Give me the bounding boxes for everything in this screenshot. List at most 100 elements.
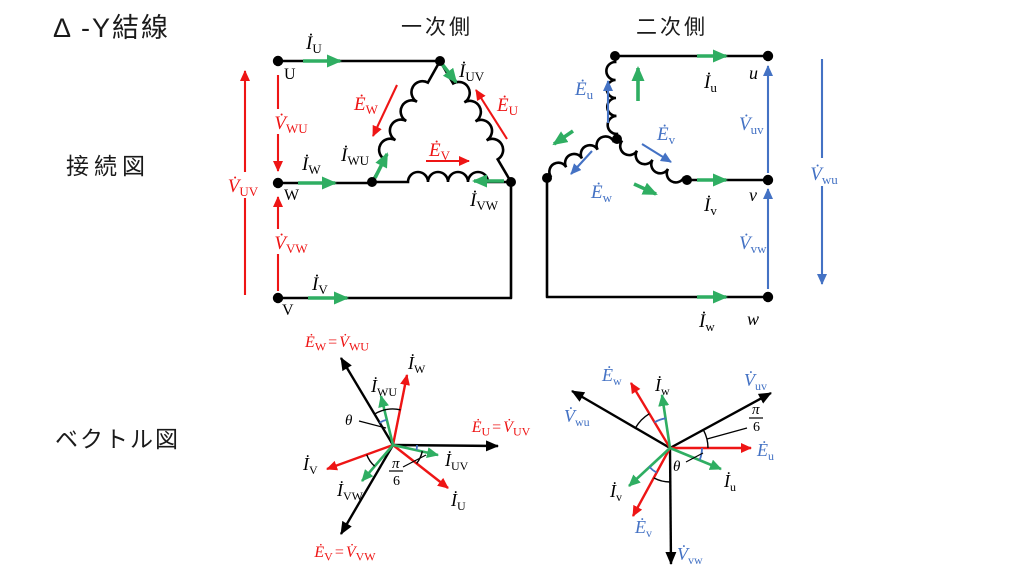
label-e-v-primary: ĖV [428, 140, 451, 163]
angle-arc-iw-ew [374, 408, 401, 415]
label-v-wu-secondary: V̇wu [810, 163, 838, 187]
label-e-w-primary: ĖW [353, 94, 379, 117]
vector-e-v [631, 447, 672, 517]
vector-i-v [326, 443, 394, 471]
sym-sub: W [414, 362, 426, 376]
sym-sub: U [481, 425, 490, 439]
section-label-vector: ベクトル図 [55, 426, 180, 452]
label-terminal-W: W [284, 187, 300, 204]
node-u [762, 50, 774, 62]
vector-i-uv [392, 443, 439, 458]
sym-main: İ [450, 490, 458, 510]
node-V [272, 292, 284, 304]
sym-main: Ė [601, 365, 613, 385]
headings: Δ -Y結線 接続図 ベクトル図 一次側 二次側 [53, 13, 705, 452]
label-v-vw-primary: V̇VW [274, 232, 308, 256]
label-i-v-primary: İV [311, 274, 328, 297]
sym-main: İ [703, 72, 712, 93]
sym-main: İ [458, 61, 467, 82]
sym-sub: U [509, 103, 519, 118]
arrow-i-wu-phase [373, 152, 389, 179]
arrow-e-w-secondary [570, 150, 593, 175]
sym-sub: V [309, 463, 318, 477]
sym-main: İ [723, 471, 731, 491]
primary-vector-current-labels: İW İWU İV İVW İU İUV θ π 6 [302, 353, 469, 513]
node-W [272, 177, 284, 189]
sym-main: İ [340, 145, 349, 166]
node-U [272, 55, 284, 67]
arrow-e-v-secondary [641, 143, 672, 163]
label-vec-i-v-sec: İv [609, 481, 622, 504]
sym-sub: uv [755, 379, 767, 393]
sym-sub: u [587, 87, 594, 102]
theta-pointer-primary [358, 420, 387, 429]
sym-main: İ [305, 33, 314, 54]
label-six-primary: 6 [393, 474, 400, 489]
wye-neutral-node [612, 134, 622, 144]
secondary-black-labels: u v w İu İv İw [698, 63, 759, 334]
sym-main: Ė [313, 543, 324, 561]
label-i-vw-phase: İVW [469, 190, 499, 213]
vector-e-u-axis [392, 440, 499, 452]
sym-main: Ė [471, 418, 482, 436]
vector-e-v-axis [339, 444, 395, 535]
sym-sub: W [315, 340, 327, 354]
label-terminal-V: V [282, 302, 294, 319]
sym-sub: uv [751, 122, 765, 137]
label-e-u-primary: ĖU [496, 95, 519, 118]
label-eu-vuv: ĖU=V̇UV [471, 418, 531, 439]
angle-arc-iv-ivw [366, 454, 376, 467]
vector-e-w [629, 382, 672, 449]
sym-main: Ė [756, 440, 768, 460]
sym-sub: v [710, 203, 717, 218]
vector-i-vw [361, 444, 394, 482]
sym-main: V̇ [228, 175, 242, 197]
sym-sub: VW [286, 241, 308, 256]
sym-sub: w [613, 374, 622, 388]
sym-sub: v [669, 132, 676, 147]
sym-main: V̇ [564, 405, 577, 426]
sym-main: Ė [656, 124, 669, 145]
sym-main: Ė [634, 517, 646, 537]
label-vec-e-u: Ėu [756, 440, 774, 463]
angle-arc-theta2-primary [415, 444, 418, 451]
delta-winding-vw-coil [372, 170, 511, 184]
page-title: Δ -Y結線 [53, 13, 170, 43]
label-terminal-U: U [284, 66, 296, 83]
secondary-wire-w [545, 178, 768, 299]
angle-arc-ev-vvw [653, 477, 671, 483]
label-i-v-secondary: İv [703, 195, 717, 218]
sym-main: İ [609, 481, 617, 501]
sym-main: İ [311, 274, 320, 295]
wye-winding-v-coil [616, 137, 688, 184]
sym-main: Ė [353, 94, 366, 115]
sym-main: Ė [428, 140, 441, 161]
label-vec-i-vw: İVW [336, 480, 364, 503]
arrow-e-u-primary [475, 89, 508, 140]
arrow-i-uv-phase [440, 62, 458, 84]
label-i-w-secondary: İw [698, 311, 715, 334]
label-v-uv-primary: V̇UV [228, 175, 259, 199]
secondary-current-arrows [552, 49, 728, 304]
vector-v-uv [669, 391, 772, 450]
label-e-w-secondary: Ėw [590, 182, 613, 205]
wye-node-top [610, 51, 620, 61]
sym-sub: WU [377, 385, 397, 399]
label-terminal-u: u [749, 63, 758, 83]
label-e-v-secondary: Ėv [656, 124, 676, 147]
sym-main: V̇ [810, 163, 824, 185]
angle-arc-theta-primary [379, 419, 387, 424]
label-i-wu-phase: İWU [340, 145, 370, 168]
sym-sub: V [318, 282, 328, 297]
angle-arc-eu-vuv [702, 429, 709, 449]
delta-vertex-top [435, 56, 445, 66]
sym-main: Ė [574, 79, 587, 100]
label-vec-v-wu: V̇wu [564, 405, 590, 429]
sym-sub: UV [239, 184, 258, 199]
label-vec-i-u-sec: İu [723, 471, 736, 494]
sym-main: V̇ [739, 232, 753, 254]
angle-arc-iv-ev-sec [648, 466, 658, 474]
label-theta-secondary: θ [673, 459, 681, 475]
sym-eq: = [335, 544, 344, 561]
sym-main: İ [336, 480, 344, 500]
